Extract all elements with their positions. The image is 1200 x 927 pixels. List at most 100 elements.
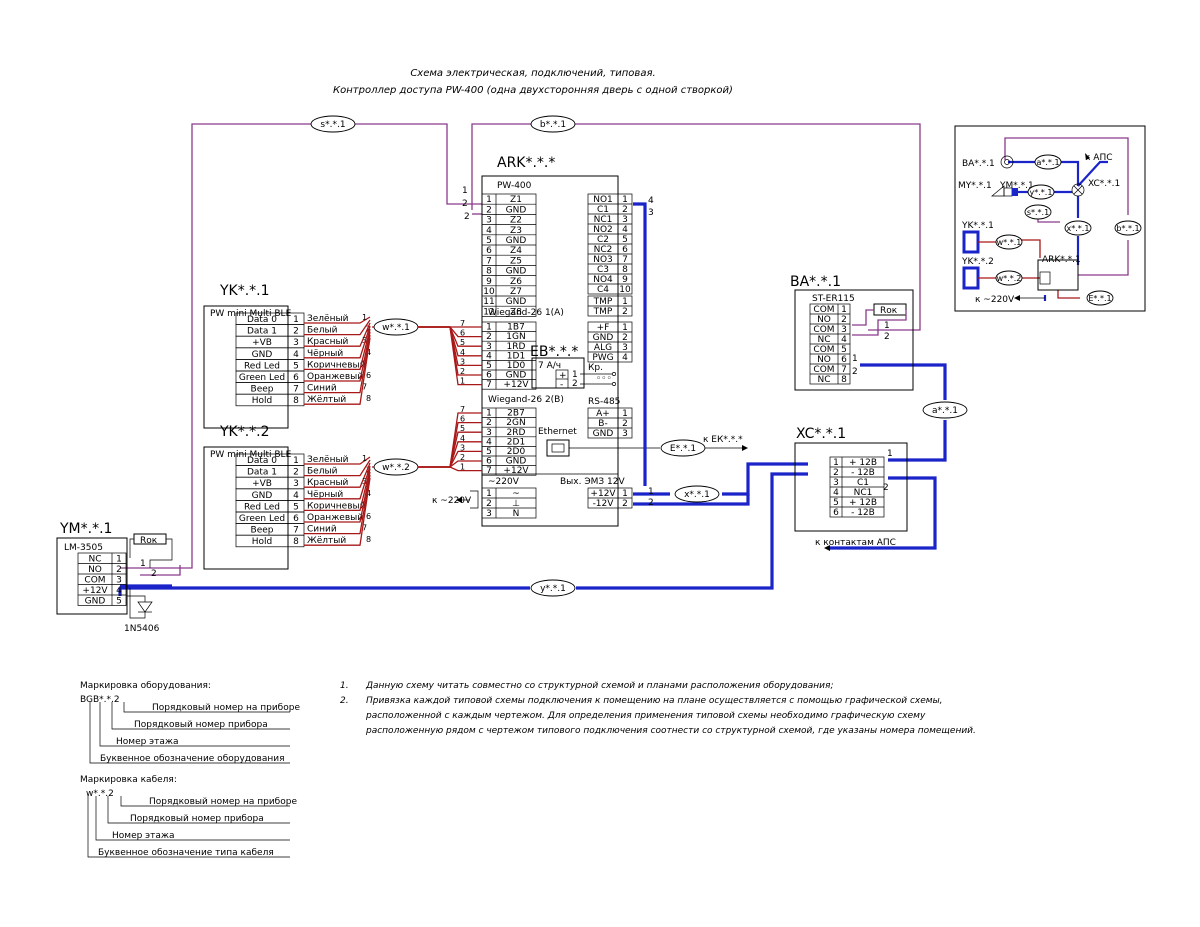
button-pin-num: 6 — [841, 355, 847, 365]
xc-tag: XC*.*.1 — [796, 426, 846, 442]
reader-wire-color: Красный — [307, 337, 349, 347]
rs485-pin-num: 3 — [622, 429, 628, 439]
legend-line: Порядковый номер на приборе — [152, 703, 300, 713]
reader-pin-num: 7 — [293, 385, 299, 395]
wiegand1-pin: 1GN — [506, 332, 525, 342]
zone-pin-num: 11 — [483, 297, 494, 307]
wiegand-wire-num: 2 — [460, 367, 465, 376]
relay-pin-num: 9 — [622, 275, 628, 285]
reader-wire-num: 7 — [362, 524, 367, 533]
legend-line: Порядковый номер прибора — [134, 720, 268, 730]
button-wire-num-1b: 1 — [852, 354, 858, 364]
wiegand-wire-num: 1 — [460, 377, 465, 386]
rs485-pin: B- — [598, 419, 607, 429]
power-pin: N — [513, 509, 520, 519]
button-wire-num-2b: 2 — [852, 367, 858, 377]
reader-pin: +VB — [252, 338, 272, 348]
zone-pin-num: 1 — [486, 195, 492, 205]
button-pin: NC — [817, 375, 830, 385]
xc-junction — [794, 442, 908, 532]
reader-tag: YK*.*.1 — [219, 283, 270, 299]
ark-zone-block: Z11GND2Z23Z34GND5Z46Z57GND8Z69Z710GND11Z… — [481, 193, 537, 317]
cable-tag-b: b*.*.1 — [530, 115, 576, 133]
aux-pin: GND — [593, 333, 614, 343]
xc-pin-num: 5 — [833, 498, 839, 508]
zone-pin-num: 2 — [486, 205, 492, 215]
power-pin: ~ — [512, 489, 520, 499]
reader-wire-color: Оранжевый — [307, 372, 363, 382]
reader-pin-num: 8 — [293, 396, 299, 406]
power-pin-num: 1 — [486, 489, 492, 499]
xc-pin: C1 — [857, 478, 869, 488]
inset-cable-tag: b*.*.1 — [1116, 224, 1139, 233]
lock-pin-num: 2 — [116, 565, 122, 575]
inset-controller-icon — [1037, 259, 1079, 291]
wiegand1-pin-num: 1 — [486, 323, 492, 333]
svg-text:BA*.*.1: BA*.*.1 — [962, 159, 995, 169]
lock-pin-num: 4 — [116, 586, 122, 596]
reader-pin-num: 3 — [293, 338, 299, 348]
ethernet-label: Ethernet — [538, 427, 577, 437]
inset-cable-tag: s*.*.1 — [1027, 208, 1049, 217]
relay-wire-num-3: 3 — [648, 208, 654, 218]
zone-pin: Z1 — [510, 195, 522, 205]
reader-wire-color: Зелёный — [307, 455, 349, 465]
tamper-pin: TMP — [593, 307, 613, 317]
wiegand2-pin: 2GN — [506, 418, 525, 428]
wiegand-wire-num: 7 — [460, 319, 465, 328]
em-pin-num: 1 — [622, 489, 628, 499]
inset-cable-tag: E*.*.1 — [1088, 294, 1111, 303]
button-pin: NC — [817, 335, 830, 345]
aux-pin-num: 1 — [622, 323, 628, 333]
reader-wire-num: 6 — [366, 512, 371, 521]
power-pin-num: 3 — [486, 509, 492, 519]
note-2-text-a: Привязка каждой типовой схемы подключени… — [366, 696, 943, 706]
wiegand-wire-num: 1 — [460, 463, 465, 472]
note-1-text: Данную схему читать совместно со структу… — [365, 681, 833, 691]
relay-pin-num: 7 — [622, 255, 628, 265]
zone-pin: Z8 — [510, 307, 522, 317]
button-pin: COM — [813, 325, 834, 335]
svg-text:к ~220V: к ~220V — [975, 295, 1015, 305]
wiegand2-pin: 2D1 — [507, 437, 525, 447]
tamper-pin-num: 2 — [622, 307, 628, 317]
wiegand2-pin-num: 3 — [486, 428, 492, 438]
reader-wire-num: 6 — [366, 371, 371, 380]
reader-wire-num: 3 — [362, 336, 367, 345]
reader-model: PW mini Multi BLE — [210, 450, 292, 460]
lock-pin: NC — [88, 555, 101, 565]
svg-text:YM*.*.1: YM*.*.1 — [999, 181, 1034, 191]
xc-pin: - 12В — [851, 468, 875, 478]
ark-model: PW-400 — [497, 181, 532, 191]
reader-pin: Data 1 — [247, 468, 277, 478]
wiegand1-pin: +12V — [503, 380, 529, 390]
reader-wire-color: Жёлтый — [307, 395, 346, 405]
reader-wire-color: Оранжевый — [307, 513, 363, 523]
relay-pin: C4 — [597, 285, 609, 295]
xc-pin-num: 6 — [833, 508, 839, 518]
wiegand1-pin: 1D0 — [507, 361, 526, 371]
relay-pin-num: 3 — [622, 215, 628, 225]
lock-pin-num: 1 — [116, 555, 122, 565]
wiegand2-title: Wiegand-26 2(B) — [488, 395, 564, 405]
relay-pin: C2 — [597, 235, 609, 245]
reader-pin-num: 8 — [293, 537, 299, 547]
aux-pin: +F — [597, 323, 610, 333]
wiegand2-pin: 2D0 — [507, 447, 526, 457]
wiegand1-pin-num: 3 — [486, 342, 492, 352]
cable-tag-y: y*.*.1 — [530, 579, 576, 597]
reader-wire-num: 8 — [366, 535, 371, 544]
wiegand1-pin-num: 4 — [486, 351, 492, 361]
lock-resistor-label: Rок — [140, 536, 158, 546]
relay-pin-num: 5 — [622, 235, 628, 245]
wiegand1-pin: 1B7 — [507, 323, 525, 333]
reader-pin: Red Led — [244, 502, 280, 512]
cable-tag-text: w*.*.1 — [382, 323, 410, 333]
xc-pin: NC1 — [854, 488, 873, 498]
zone-pin-num: 9 — [486, 277, 492, 287]
svg-text:YK*.*.1: YK*.*.1 — [961, 221, 994, 231]
relay-pin-num: 10 — [619, 285, 631, 295]
